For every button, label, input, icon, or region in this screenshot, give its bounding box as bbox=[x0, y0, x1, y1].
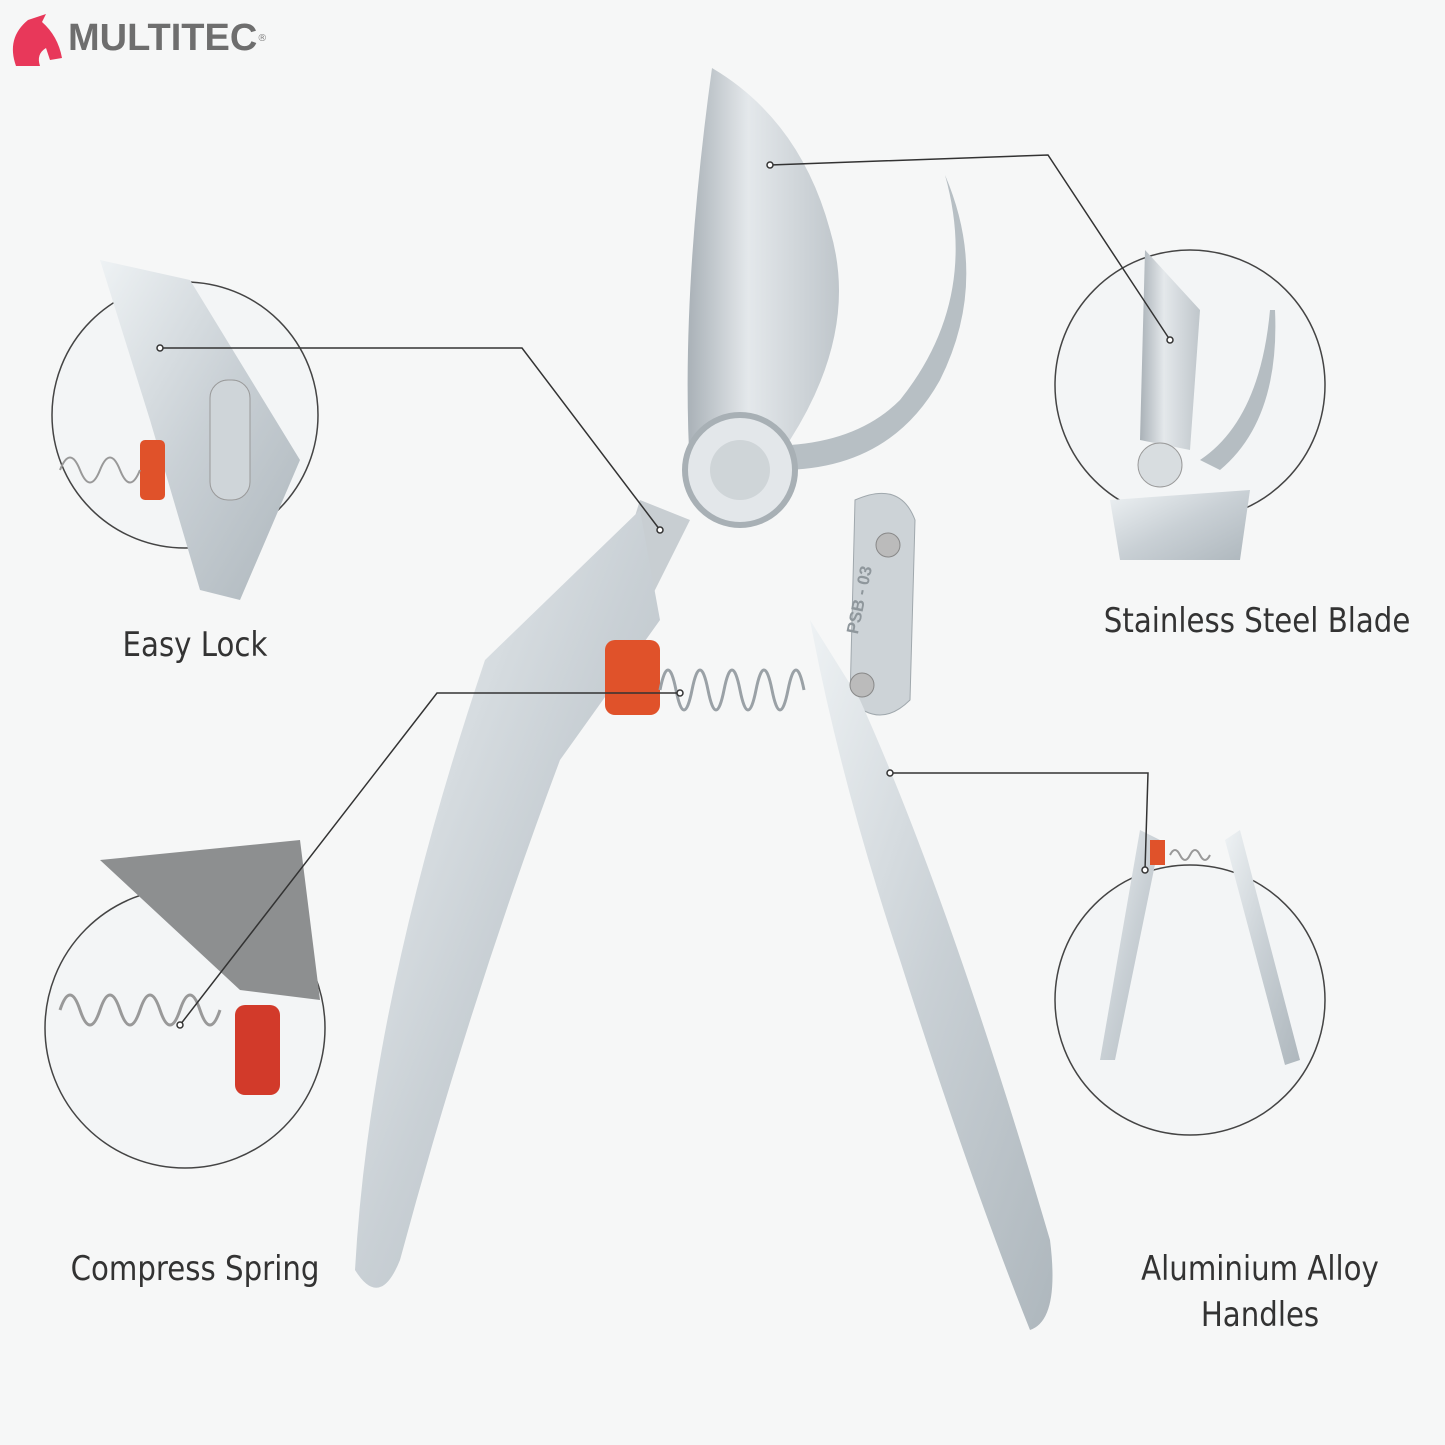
easy-lock-leader-line bbox=[160, 347, 661, 531]
spring-stop bbox=[605, 640, 660, 715]
leader-lines bbox=[160, 154, 1171, 1026]
label-easy-lock: Easy Lock bbox=[122, 625, 268, 665]
main-pruner bbox=[355, 68, 1053, 1330]
spring bbox=[658, 668, 806, 712]
registered-mark: ® bbox=[257, 32, 268, 44]
label-handles: Handles bbox=[1200, 1295, 1320, 1335]
label-aluminium-alloy: Aluminium Alloy bbox=[1141, 1249, 1379, 1289]
brand-name: MULTITEC bbox=[68, 16, 258, 59]
label-compress-spring: Compress Spring bbox=[70, 1249, 320, 1289]
handles-detail-image bbox=[1100, 830, 1300, 1065]
blade-leader-line bbox=[769, 154, 1171, 341]
label-stainless-steel-blade: Stainless Steel Blade bbox=[1103, 601, 1411, 641]
handles-detail-circle bbox=[1054, 864, 1326, 1136]
easy-lock-detail-image bbox=[59, 260, 300, 600]
blade-detail-image bbox=[1110, 250, 1276, 560]
horse-logo-icon bbox=[12, 14, 62, 66]
handles-leader-line bbox=[890, 772, 1149, 871]
spring-detail-image bbox=[58, 840, 320, 1095]
spring-leader-line bbox=[179, 692, 680, 1026]
brand-logo: MULTITEC ® bbox=[6, 8, 267, 68]
